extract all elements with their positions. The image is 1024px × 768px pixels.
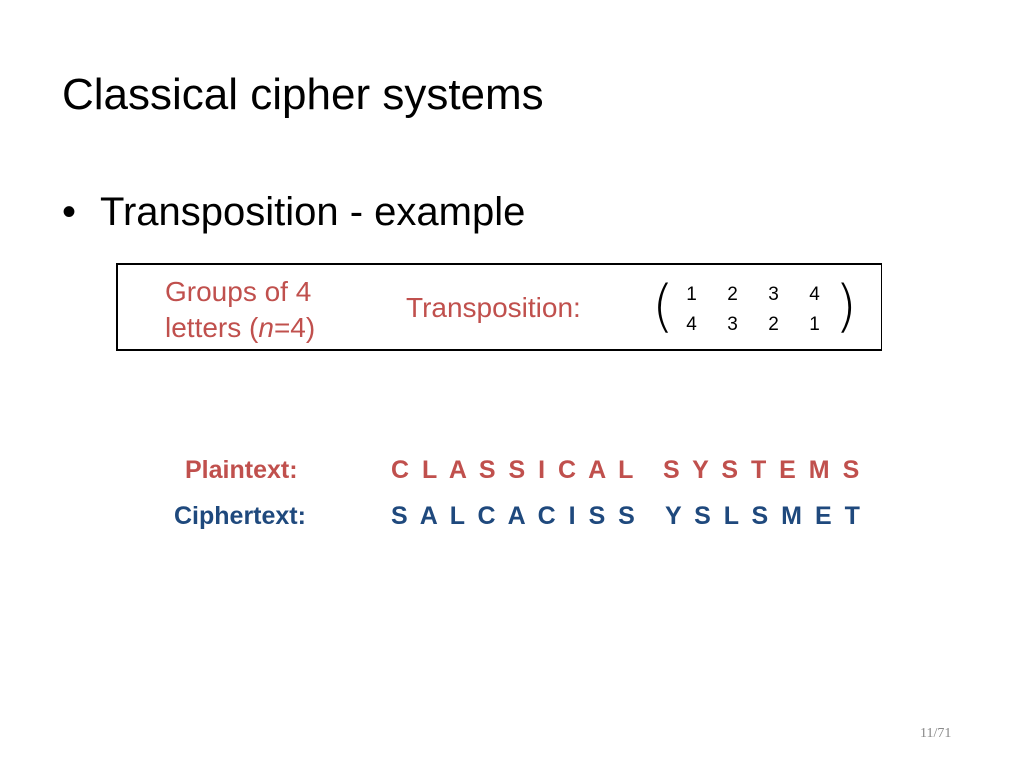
transposition-info-box: Groups of 4 letters (n=4) Transposition:… bbox=[116, 263, 882, 351]
groups-line-2-prefix: letters ( bbox=[165, 312, 259, 343]
ciphertext-word-1: S A L C A C I S S bbox=[391, 502, 638, 530]
groups-line-2-suffix: =4) bbox=[273, 312, 316, 343]
slide-title: Classical cipher systems bbox=[62, 70, 544, 119]
bullet-item: • Transposition - example bbox=[62, 190, 525, 235]
transposition-label: Transposition: bbox=[406, 292, 581, 323]
groups-description: Groups of 4 letters (n=4) bbox=[165, 274, 315, 346]
groups-variable-n: n bbox=[258, 312, 274, 343]
perm-bottom-cell: 3 bbox=[727, 314, 738, 335]
bullet-text: Transposition - example bbox=[100, 190, 526, 234]
perm-top-cell: 2 bbox=[727, 284, 738, 305]
groups-line-1: Groups of 4 bbox=[165, 276, 312, 307]
perm-top-cell: 3 bbox=[768, 284, 779, 305]
plaintext-label: Plaintext: bbox=[185, 456, 298, 484]
permutation-matrix: 1 2 3 4 4 3 2 1 bbox=[671, 284, 835, 336]
perm-top-cell: 4 bbox=[809, 284, 820, 305]
bullet-symbol: • bbox=[62, 190, 77, 234]
ciphertext-label: Ciphertext: bbox=[174, 502, 306, 530]
perm-top-cell: 1 bbox=[686, 284, 697, 305]
perm-bottom-cell: 1 bbox=[809, 314, 820, 335]
groups-line-2: letters (n=4) bbox=[165, 310, 315, 346]
right-parenthesis: ) bbox=[835, 274, 857, 339]
plaintext-word-2: S Y S T E M S bbox=[663, 456, 863, 484]
perm-bottom-cell: 2 bbox=[768, 314, 779, 335]
left-parenthesis: ( bbox=[652, 274, 674, 339]
perm-bottom-cell: 4 bbox=[686, 314, 697, 335]
plaintext-word-1: C L A S S I C A L bbox=[391, 456, 637, 484]
page-number: 11/71 bbox=[920, 726, 952, 741]
ciphertext-word-2: Y S L S M E T bbox=[665, 502, 863, 530]
